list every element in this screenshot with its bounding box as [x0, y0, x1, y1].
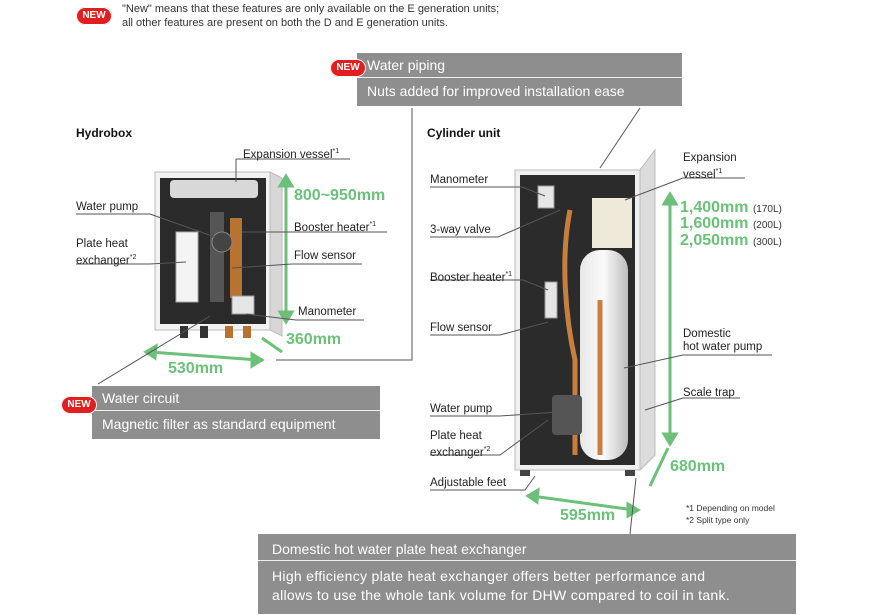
cy-flow-sensor-label: Flow sensor	[430, 322, 492, 334]
footnotes: *1 Depending on model *2 Split type only	[686, 502, 775, 526]
cy-adjustable-feet-label: Adjustable feet	[430, 477, 507, 489]
footnote-2: *2 Split type only	[686, 515, 750, 525]
leader-lines	[76, 107, 772, 535]
hb-water-pump-label: Water pump	[76, 201, 139, 213]
hb-manometer-label: Manometer	[298, 306, 357, 318]
water-circuit-callout: Water circuit Magnetic filter as standar…	[92, 386, 380, 439]
hydrobox-illustration	[154, 171, 283, 338]
cy-plate-heat-label: Plate heat exchanger*2	[430, 430, 491, 459]
legend-line-1: "New" means that these features are only…	[122, 3, 500, 15]
cy-three-way-valve-label: 3-way valve	[430, 224, 491, 236]
water-circuit-body: Magnetic filter as standard equipment	[102, 416, 336, 432]
cy-scale-trap-label: Scale trap	[683, 387, 735, 399]
cy-expansion-vessel-label: Expansion vessel*1	[683, 152, 737, 181]
cy-width-dimension: 595mm	[560, 507, 616, 524]
dhw-phe-callout: Domestic hot water plate heat exchanger …	[258, 534, 796, 614]
cy-water-pump-label: Water pump	[430, 403, 493, 415]
hb-width-dimension: 530mm	[168, 360, 224, 377]
cy-depth-dimension: 680mm	[670, 458, 726, 475]
cy-height-170: 1,400mm (170L)	[680, 199, 782, 216]
dhw-phe-body: High efficiency plate heat exchanger off…	[272, 568, 731, 603]
new-badge-legend: NEW	[76, 7, 112, 25]
hb-booster-heater-label: Booster heater*1	[294, 221, 377, 234]
cylinder-illustration	[514, 148, 656, 476]
hb-depth-dimension: 360mm	[286, 331, 342, 348]
hydrobox-title: Hydrobox	[76, 126, 133, 140]
cylinder-title: Cylinder unit	[427, 126, 501, 140]
legend-text: "New" means that these features are only…	[122, 2, 499, 30]
new-badge-water-circuit: NEW	[61, 396, 97, 414]
cy-booster-heater-label: Booster heater*1	[430, 271, 513, 284]
legend-line-2: all other features are present on both t…	[122, 17, 448, 29]
water-piping-title: Water piping	[357, 53, 682, 78]
hb-flow-sensor-label: Flow sensor	[294, 250, 356, 262]
dhw-phe-title: Domestic hot water plate heat exchanger	[258, 534, 796, 561]
hb-height-dimension: 800~950mm	[294, 187, 386, 204]
cy-height-200: 1,600mm (200L)	[680, 215, 782, 232]
hb-plate-heat-label: Plate heat exchanger*2	[76, 238, 137, 267]
water-piping-callout: Water piping Nuts added for improved ins…	[357, 53, 682, 106]
water-piping-body: Nuts added for improved installation eas…	[367, 83, 625, 99]
cy-manometer-label: Manometer	[430, 174, 489, 186]
cy-height-300: 2,050mm (300L)	[680, 232, 782, 249]
hb-expansion-vessel-label: Expansion vessel*1	[243, 148, 340, 161]
cy-dhw-pump-label: Domestic hot water pump	[683, 328, 763, 353]
water-circuit-title: Water circuit	[92, 386, 380, 411]
footnote-1: *1 Depending on model	[686, 503, 775, 513]
new-badge-water-piping: NEW	[330, 59, 366, 77]
